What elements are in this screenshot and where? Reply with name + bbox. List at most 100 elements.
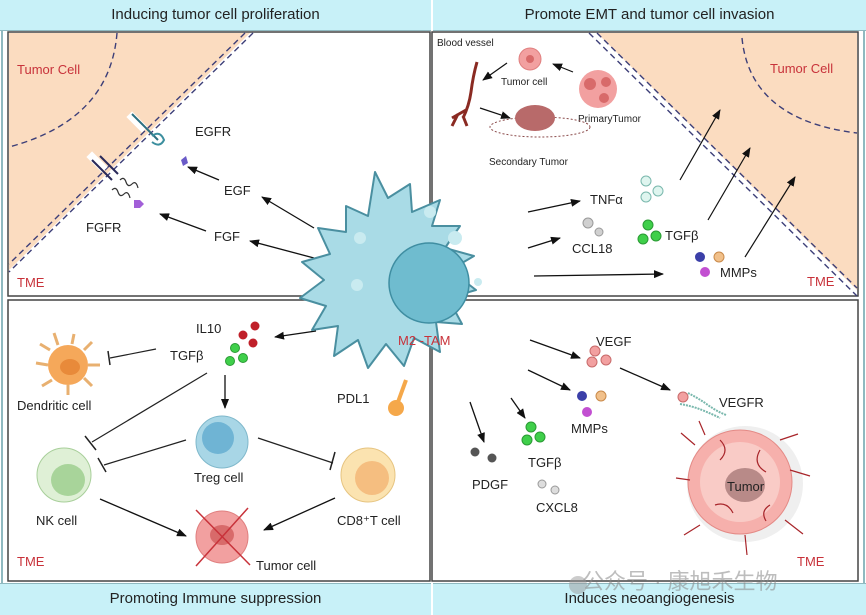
- tgfb-dot: [230, 343, 240, 353]
- arrow-tnfa-tumor: [679, 109, 721, 181]
- cxcl8-label: CXCL8: [536, 500, 578, 515]
- tnfa-dot: [652, 185, 664, 197]
- vegfr-label: VEGFR: [719, 395, 764, 410]
- vegf-dot: [586, 356, 598, 368]
- vegf-dot: [600, 354, 612, 366]
- egf-label: EGF: [224, 183, 251, 198]
- mmp-dot: [700, 267, 710, 277]
- tnfa-dot: [640, 191, 652, 203]
- tgfb-dot: [534, 431, 546, 443]
- nk-cell-label: NK cell: [36, 513, 77, 528]
- mmp-dot: [577, 391, 587, 401]
- pdl1-stalk: [396, 379, 408, 403]
- tumor-label-br: Tumor: [727, 479, 765, 494]
- banner-immune-suppression: Promoting Immune suppression: [0, 583, 431, 615]
- tgfb-label-tr: TGFβ: [665, 228, 698, 243]
- nk-cell-icon: [36, 447, 92, 503]
- banner-emt-invasion: Promote EMT and tumor cell invasion: [433, 0, 866, 31]
- pdl1-icon: [388, 400, 404, 416]
- cd8-t-cell-label: CD8⁺T cell: [337, 513, 401, 528]
- arrow-tam-pdgf: [469, 401, 485, 443]
- vascularized-tumor-icon: [675, 420, 811, 556]
- il10-dot: [250, 321, 260, 331]
- treg-cell-label: Treg cell: [194, 470, 243, 485]
- mmps-label-tr: MMPs: [720, 265, 757, 280]
- treg-cell-icon: [195, 415, 249, 469]
- arrow-egf-egfr: [187, 166, 220, 181]
- arrow-tam-mmps-br: [527, 369, 571, 391]
- arrow-vegf-vegfr: [619, 367, 671, 391]
- tumor-cell-label-tl: Tumor Cell: [17, 62, 80, 77]
- arrow-tam-vegf: [529, 339, 581, 359]
- tgfb-dot: [637, 233, 649, 245]
- cxcl8-dot: [550, 485, 560, 495]
- tumor-cell-label-inset: Tumor cell: [501, 77, 547, 88]
- arrow-tam-tgfb-br: [510, 397, 526, 419]
- cxcl8-dot: [537, 479, 547, 489]
- il10-dot: [238, 330, 248, 340]
- arrow-tam-il10: [274, 330, 317, 340]
- tme-label-tr: TME: [807, 274, 835, 289]
- arrow-tam-mmps: [533, 270, 664, 279]
- egfr-label: EGFR: [195, 124, 231, 139]
- frame-top-left: [7, 31, 431, 297]
- arrow-tam-ccl18: [527, 236, 561, 249]
- ccl18-label: CCL18: [572, 241, 612, 256]
- primary-tumor-label: PrimaryTumor: [578, 114, 642, 125]
- tnfa-dot: [640, 175, 652, 187]
- mmps-label-br: MMPs: [571, 421, 608, 436]
- arrow-fgf-fgfr: [159, 213, 207, 232]
- blood-vessel-label: Blood vessel: [437, 38, 494, 49]
- secondary-tumor-icon: [489, 105, 591, 138]
- m2-tam-macrophage-icon: [299, 171, 482, 369]
- frame-top-right: [431, 31, 859, 297]
- tumor-cell-label-tr: Tumor Cell: [770, 61, 833, 76]
- inhibit-tgfb-dendritic: [109, 348, 157, 359]
- pdgf-dot: [470, 447, 480, 457]
- dead-tumor-cell-icon: [195, 507, 251, 567]
- tgfb-dot: [225, 356, 235, 366]
- tumor-cell-membrane-tr: [741, 37, 858, 134]
- secondary-tumor-label: Secondary Tumor: [489, 157, 569, 168]
- egfr-receptor-icon: [126, 111, 188, 166]
- frame-bottom-left: [7, 299, 431, 582]
- tumor-cell-label-bl: Tumor cell: [256, 558, 316, 573]
- mmp-dot: [695, 252, 705, 262]
- arrow-nk-tumor: [99, 498, 187, 537]
- arrow-mmps-tumor: [744, 176, 796, 258]
- arrow-tgfb-tumor: [707, 147, 751, 221]
- fgfr-receptor-icon: [86, 151, 144, 208]
- tnfa-label: TNFα: [590, 192, 623, 207]
- tgfb-dot: [238, 353, 248, 363]
- tme-label-bl: TME: [17, 554, 45, 569]
- dendritic-cell-label: Dendritic cell: [17, 398, 92, 413]
- ccl18-dot: [582, 217, 594, 229]
- mmp-dot: [713, 251, 725, 263]
- arrow-cd8-tumor: [263, 497, 336, 531]
- arrow-tam-egf: [261, 196, 315, 229]
- mmp-dot: [582, 407, 592, 417]
- banner-neoangiogenesis: Induces neoangiogenesis: [433, 583, 866, 615]
- macrophage-nucleus: [388, 242, 470, 324]
- tme-label-tl: TME: [17, 275, 45, 290]
- tgfb-dot: [521, 434, 533, 446]
- tgfb-dot: [650, 230, 662, 242]
- tgfb-dot: [525, 421, 537, 433]
- inhibit-tgfb-nk: [91, 372, 208, 443]
- tgfb-dot: [642, 219, 654, 231]
- pdl1-label: PDL1: [337, 391, 370, 406]
- m2-tam-label: M2 -TAM: [398, 333, 450, 348]
- inhibit-treg-cd8: [257, 437, 334, 464]
- tgfb-label-bl: TGFβ: [170, 348, 203, 363]
- tumor-cell-small-icon: [518, 47, 542, 71]
- arrow-tam-fgf: [249, 239, 315, 259]
- tumor-cell-membrane-tl: [8, 32, 118, 148]
- cd8-t-cell-icon: [340, 447, 396, 503]
- pdgf-dot: [487, 453, 497, 463]
- ccl18-dot: [594, 227, 604, 237]
- tme-label-br: TME: [797, 554, 825, 569]
- tumor-region-top-right: [597, 33, 857, 290]
- pdgf-label: PDGF: [472, 477, 508, 492]
